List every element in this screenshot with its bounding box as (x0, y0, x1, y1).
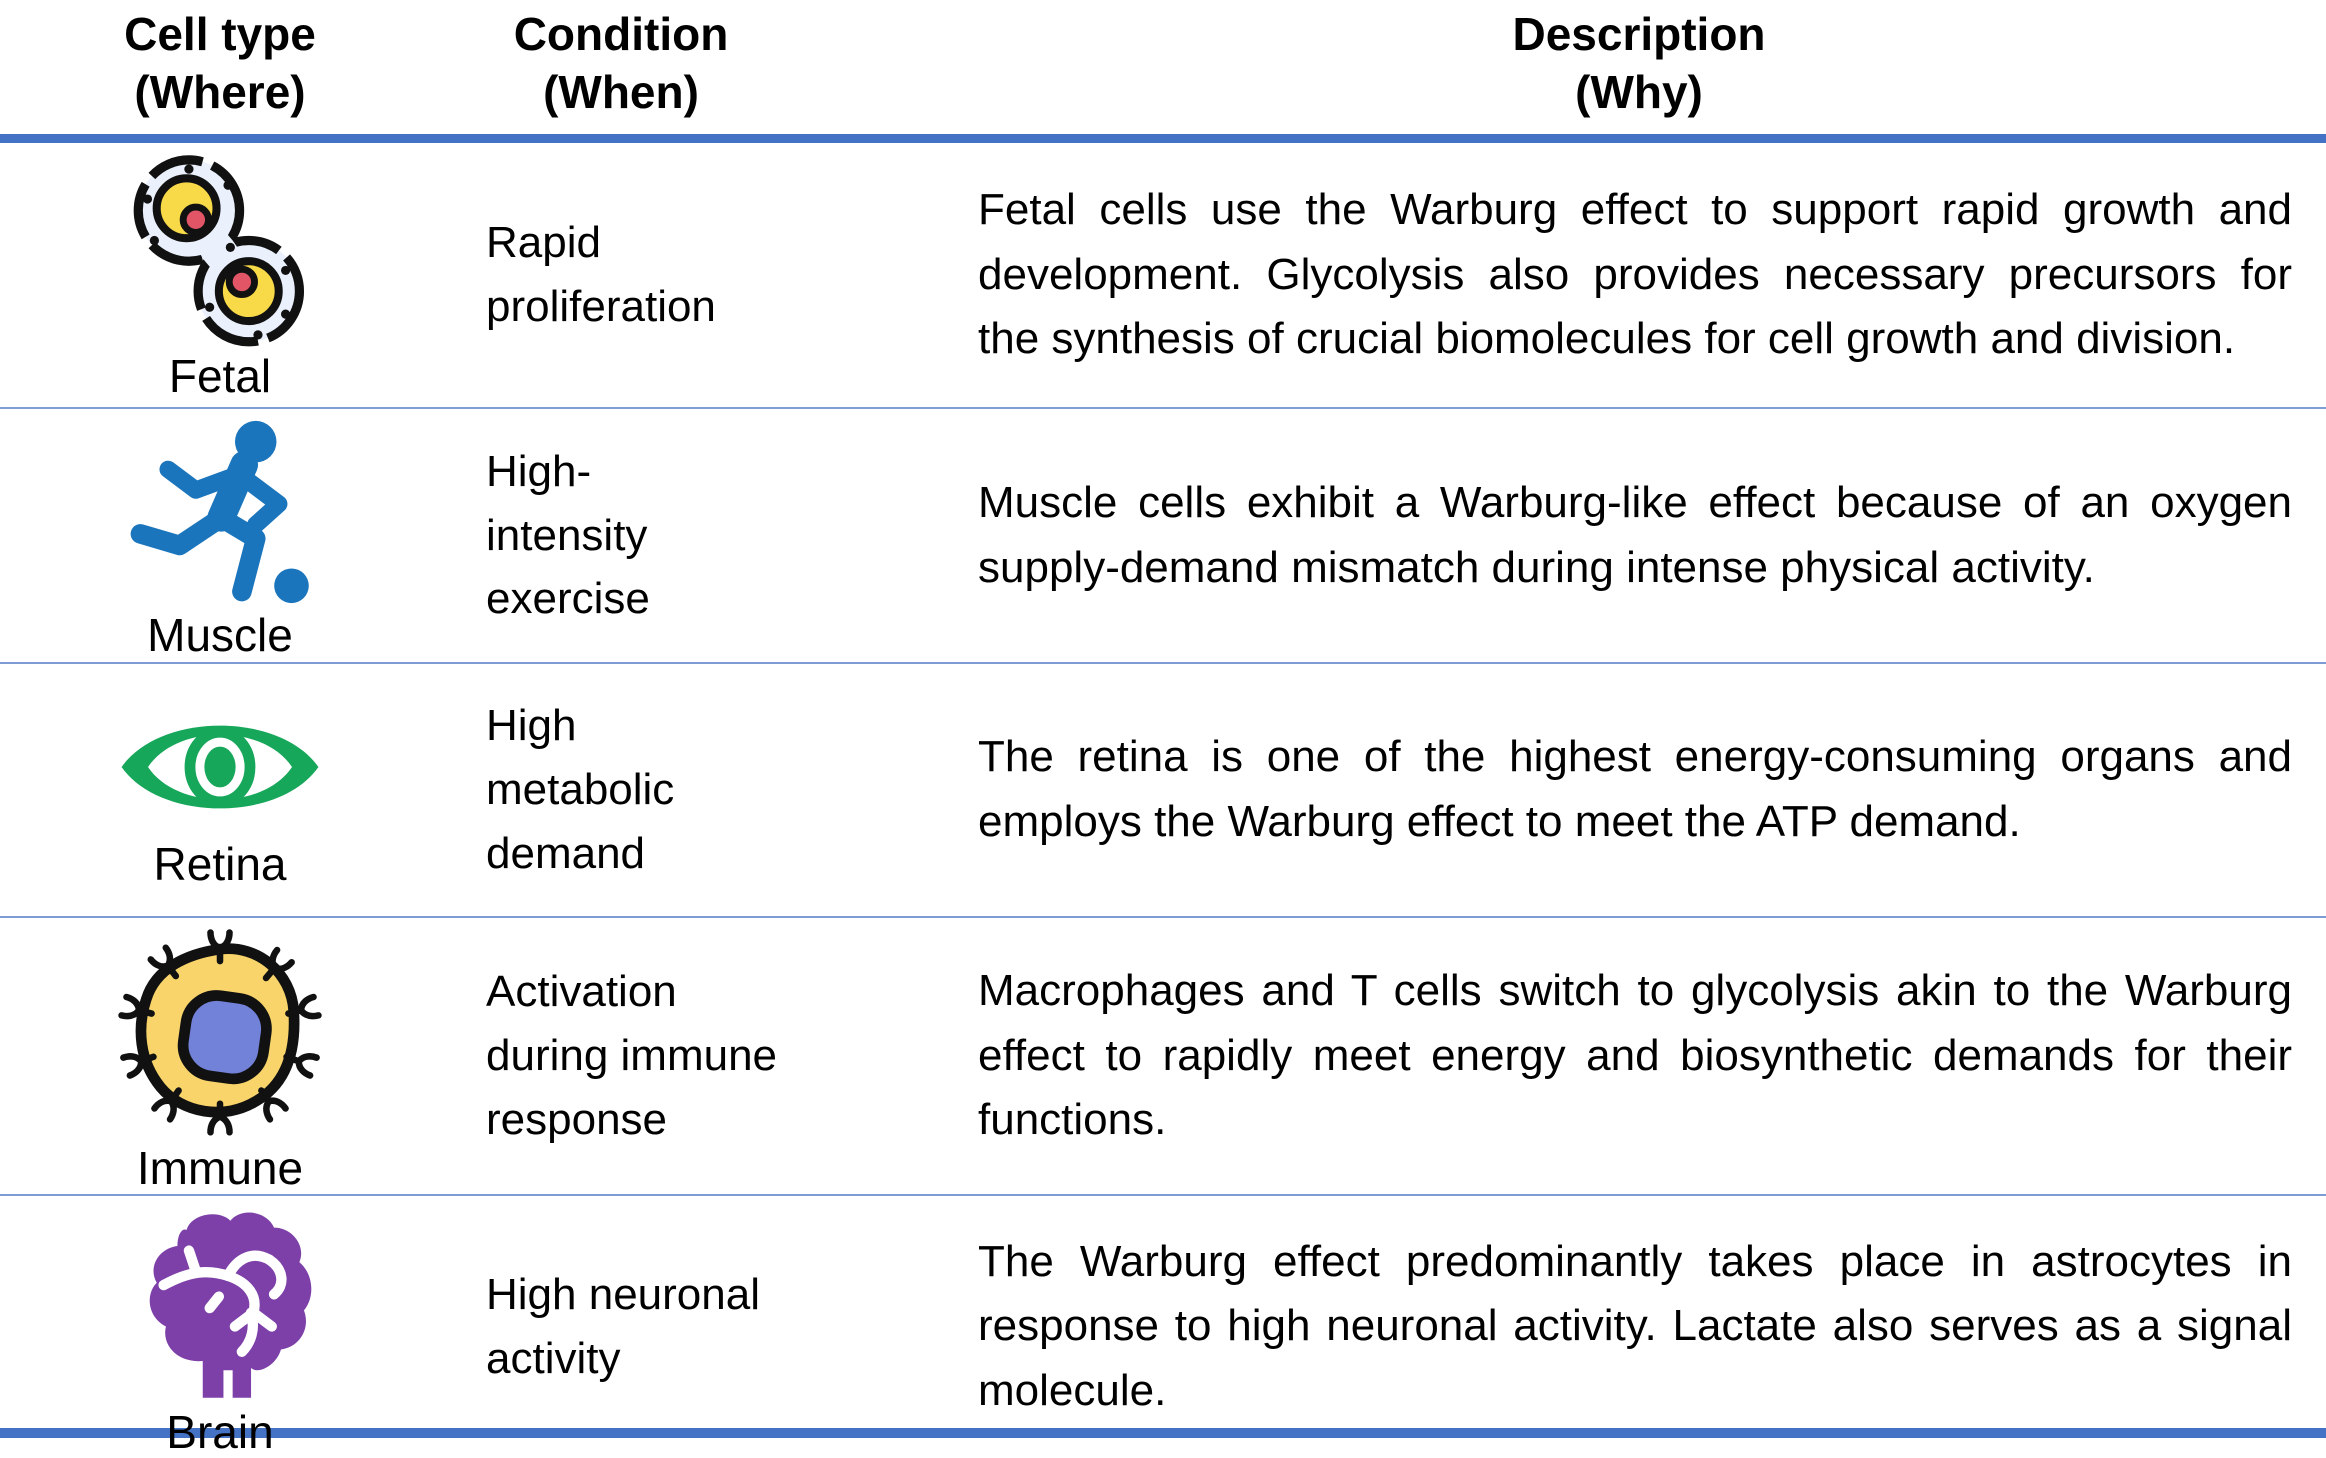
description-text: Muscle cells exhibit a Warburg-like effe… (978, 477, 2292, 592)
cell-type-label: Brain (166, 1406, 274, 1458)
description-text: The retina is one of the highest energy-… (978, 732, 2292, 846)
description-text: Macrophages and T cells switch to glycol… (978, 965, 2292, 1145)
condition-text: High- intensity exercise (486, 446, 650, 624)
table-row-muscle: Muscle High- intensity exercise Muscle c… (0, 409, 2326, 664)
condition-text: High neuronal activity (486, 1270, 760, 1383)
table-row-immune: Immune Activation during immune response… (0, 918, 2326, 1196)
runner-icon (122, 414, 318, 610)
cell-type-label: Fetal (168, 349, 272, 402)
cell-type-label: Immune (136, 1141, 304, 1194)
cell-type-label: Muscle (147, 609, 293, 662)
table-row-brain: Brain High neuronal activity The Warburg… (0, 1196, 2326, 1457)
eye-icon (112, 695, 328, 839)
table-header-row: Cell type (Where) Condition (When) Descr… (0, 0, 2326, 143)
condition-text: Rapid proliferation (486, 218, 716, 331)
condition-text: High metabolic demand (486, 701, 675, 878)
table-row-retina: Retina High metabolic demand The retina … (0, 664, 2326, 918)
table-row-fetal: Fetal Rapid proliferation Fetal cells us… (0, 143, 2326, 409)
brain-icon (122, 1200, 318, 1407)
description-text: The Warburg effect predominantly takes p… (978, 1236, 2292, 1416)
column-header-condition: Condition (When) (513, 8, 729, 118)
condition-text: Activation during immune response (486, 967, 778, 1144)
column-header-cell-type: Cell type (Where) (124, 8, 316, 118)
immune-cell-icon (113, 923, 327, 1143)
cell-type-label: Retina (153, 837, 287, 890)
description-text: Fetal cells use the Warburg effect to su… (978, 184, 2292, 364)
dividing-cell-icon (121, 153, 319, 351)
column-header-description: Description (Why) (1512, 8, 1766, 118)
